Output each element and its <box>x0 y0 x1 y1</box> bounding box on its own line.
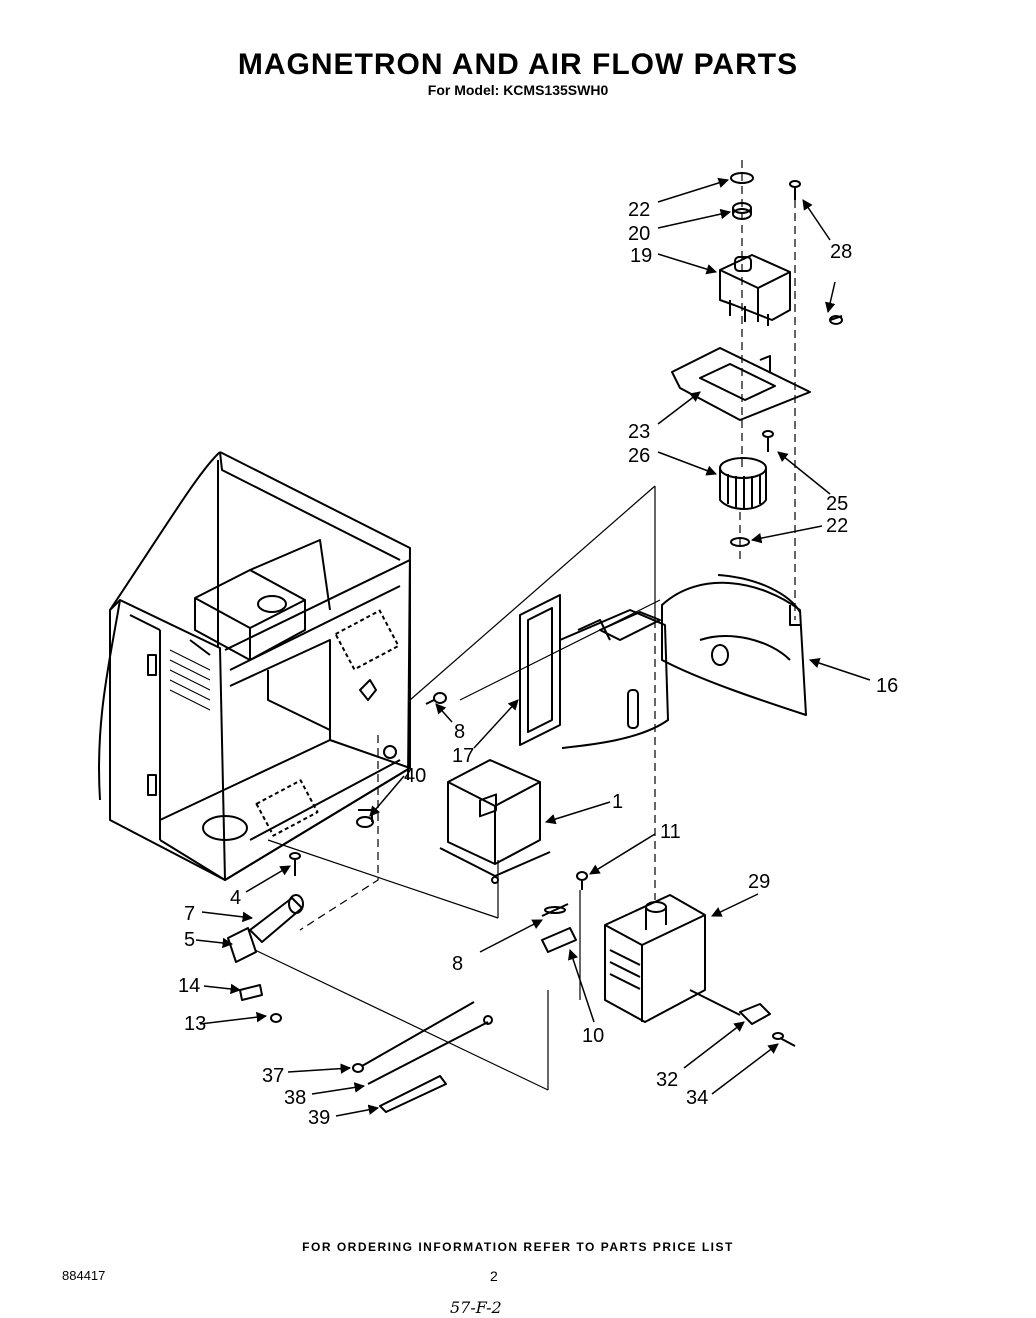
callout-label: 8 <box>454 721 465 743</box>
callout-label: 1 <box>612 791 623 813</box>
callout-label: 37 <box>262 1065 284 1087</box>
cabinet-drawing <box>98 451 411 881</box>
document-number: 884417 <box>62 1268 106 1283</box>
magnetron-drawing <box>604 620 796 1047</box>
fan-motor-assembly <box>671 160 843 620</box>
callout-label: 14 <box>178 975 200 997</box>
callout-label: 29 <box>748 871 770 893</box>
callout-label: 19 <box>630 245 652 267</box>
page-number: 2 <box>490 1268 498 1284</box>
callout-label: 28 <box>830 241 852 263</box>
callout-label: 20 <box>628 223 650 245</box>
page-title: MAGNETRON AND AIR FLOW PARTS <box>237 48 799 81</box>
callout-label: 39 <box>308 1107 330 1129</box>
callout-label: 10 <box>582 1025 604 1047</box>
callout-label: 8 <box>452 953 463 975</box>
callout-numbers: 22 20 19 28 23 26 25 22 16 8 17 1 40 11 … <box>178 199 898 1129</box>
callout-label: 23 <box>628 421 650 443</box>
callout-label: 40 <box>404 765 426 787</box>
callout-label: 38 <box>284 1087 306 1109</box>
callout-label: 13 <box>184 1013 206 1035</box>
callout-label: 17 <box>452 745 474 767</box>
small-parts-drawing <box>227 485 661 1113</box>
callout-leaders <box>195 177 871 1117</box>
callout-label: 22 <box>826 515 848 537</box>
model-subtitle: For Model: KCMS135SWH0 <box>427 82 609 98</box>
callout-label: 25 <box>826 493 848 515</box>
callout-label: 32 <box>656 1069 678 1091</box>
callout-label: 4 <box>230 887 241 909</box>
ordering-note: FOR ORDERING INFORMATION REFER TO PARTS … <box>302 1240 734 1254</box>
callout-label: 22 <box>628 199 650 221</box>
handwritten-note: 57-F-2 <box>450 1298 502 1317</box>
callout-label: 34 <box>686 1087 708 1109</box>
callout-label: 7 <box>184 903 195 925</box>
callout-label: 11 <box>660 821 681 843</box>
callout-label: 26 <box>628 445 650 467</box>
air-duct-drawing <box>661 574 807 716</box>
transformer-drawing <box>439 759 551 884</box>
callout-label: 5 <box>184 929 195 951</box>
waveguide-duct-drawing <box>519 594 669 749</box>
callout-label: 16 <box>876 675 898 697</box>
